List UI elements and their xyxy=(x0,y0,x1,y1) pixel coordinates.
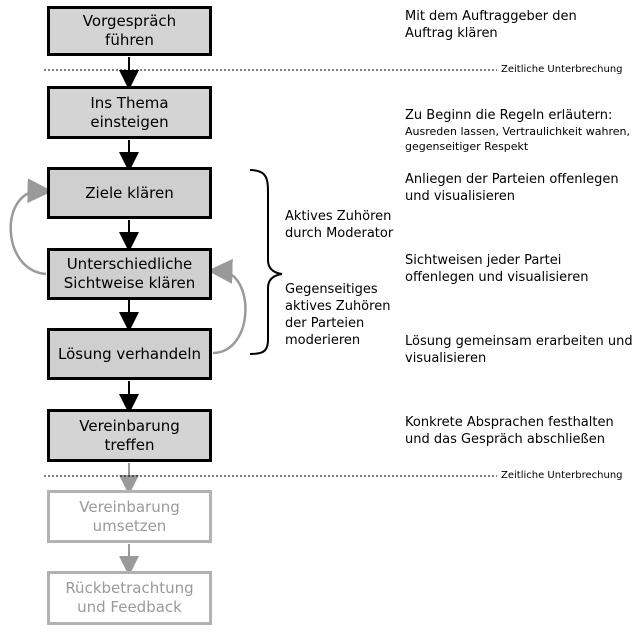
note-ziele: Anliegen der Parteien offenlegen und vis… xyxy=(405,172,619,204)
time-break-label-2: Zeitliche Unterbrechung xyxy=(501,470,623,481)
side-label-moderator: Aktives Zuhören durch Moderator xyxy=(285,209,394,241)
step-ziele-klaeren: Ziele klären xyxy=(47,167,212,219)
step-ins-thema: Ins Thema einsteigen xyxy=(47,86,212,139)
step-vereinbarung-umsetzen: Vereinbarung umsetzen xyxy=(47,490,212,543)
note-ins-thema-main: Zu Beginn die Regeln erläutern: xyxy=(405,108,613,123)
loop-arrow-left xyxy=(9,178,53,276)
side-label-parties: Gegenseitiges aktives Zuhören der Partei… xyxy=(285,282,391,348)
step-rueckbetrachtung: Rückbetrachtung und Feedback xyxy=(47,571,212,625)
step-loesung-verhandeln: Lösung verhandeln xyxy=(47,328,212,380)
step-vereinbarung-treffen: Vereinbarung treffen xyxy=(47,409,212,462)
note-vorgespraech: Mit dem Auftraggeber den Auftrag klären xyxy=(405,9,577,41)
note-sichtweise: Sichtweisen jeder Partei offenlegen und … xyxy=(405,253,589,285)
note-vereinbarung: Konkrete Absprachen festhalten und das G… xyxy=(405,415,614,447)
step-vorgespraech: Vorgespräch führen xyxy=(47,6,212,56)
curly-brace xyxy=(249,169,283,355)
time-break-label-1: Zeitliche Unterbrechung xyxy=(501,64,623,75)
loop-arrow-right xyxy=(207,258,247,355)
note-ins-thema: Zu Beginn die Regeln erläutern: Ausreden… xyxy=(405,90,630,171)
note-ins-thema-sub: Ausreden lassen, Vertraulichkeit wahren,… xyxy=(405,125,630,153)
step-sichtweise-klaeren: Unterschiedliche Sichtweise klären xyxy=(47,248,212,300)
note-loesung: Lösung gemeinsam erarbeiten und visualis… xyxy=(405,334,633,366)
